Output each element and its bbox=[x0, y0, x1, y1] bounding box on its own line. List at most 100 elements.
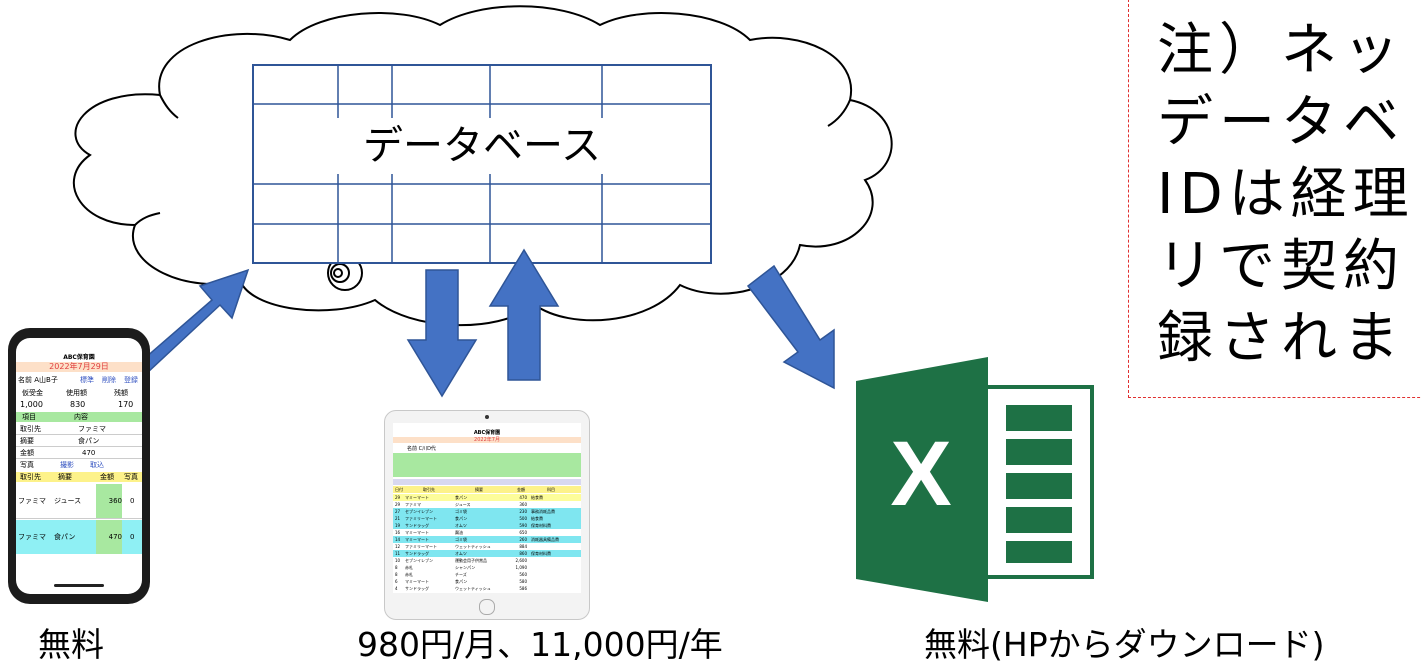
table-cell-item: 食パン bbox=[455, 516, 468, 521]
table-cell-item: ゴミ袋 bbox=[455, 509, 467, 514]
table-cell-amt: 884 bbox=[519, 544, 527, 549]
camera-dot bbox=[485, 415, 489, 419]
note-line: 注）ネッ bbox=[1157, 18, 1405, 83]
list-shop: ファミマ bbox=[18, 497, 46, 505]
table-cell-cat: 事務消耗品費 bbox=[531, 509, 555, 514]
list-item[interactable]: ファミマ 食パン 470 0 bbox=[16, 520, 142, 554]
table-cell-cat: 消耗器具備品費 bbox=[531, 537, 559, 542]
table-cell-d: 8 bbox=[395, 572, 398, 577]
table-cell-d: 19 bbox=[395, 523, 401, 528]
header-cell: 摘要 bbox=[475, 487, 483, 492]
table-cell-shop: K'sデンキ bbox=[405, 592, 423, 593]
table-cell-amt: 560 bbox=[519, 572, 527, 577]
header-cell: 項目 bbox=[22, 413, 36, 421]
table-cell-cat: 保育材料費 bbox=[531, 551, 551, 556]
arrow-tablet-to-db bbox=[488, 248, 560, 381]
table-cell-amt: 230 bbox=[519, 509, 527, 514]
table-cell-shop: マミーマート bbox=[405, 530, 429, 535]
table-cell-shop: ファミマ bbox=[405, 502, 421, 507]
table-cell-amt: 470 bbox=[519, 495, 527, 500]
table-cell-item: 運動会用子供賞品 bbox=[455, 558, 487, 563]
header-cell: 使用額 bbox=[66, 389, 87, 397]
table-cell-shop: マミーマート bbox=[405, 537, 429, 542]
table-cell-amt: 860 bbox=[519, 551, 527, 556]
smartphone-image: ABC保育園 2022年7月29日 名前 A山B子 標準 削除 登録 仮受金 使… bbox=[8, 328, 150, 604]
note-line: データベ bbox=[1157, 90, 1405, 155]
phone-name-row: 名前 A山B子 標準 削除 登録 bbox=[18, 375, 140, 385]
table-cell-item: オムツ bbox=[455, 551, 467, 556]
database-label: データベース bbox=[363, 123, 601, 169]
table-cell-shop: サンドラッグ bbox=[405, 551, 429, 556]
field-label: 摘要 bbox=[20, 437, 34, 445]
list-shop: ファミマ bbox=[18, 533, 46, 541]
tablet-title: ABC保育園 bbox=[473, 430, 501, 436]
table-cell-item: チーズ bbox=[455, 572, 467, 577]
phone-screen: ABC保育園 2022年7月29日 名前 A山B子 標準 削除 登録 仮受金 使… bbox=[16, 338, 142, 594]
delete-button[interactable]: 削除 bbox=[102, 376, 116, 384]
header-cell: 残額 bbox=[114, 389, 128, 397]
field-value[interactable]: 食パン bbox=[78, 437, 100, 445]
table-cell-cat: 給食費 bbox=[531, 495, 543, 500]
excel-price-caption: 無料(HPからダウンロード) bbox=[924, 625, 1325, 664]
list-item-name: 食パン bbox=[54, 533, 76, 541]
field-label: 金額 bbox=[20, 449, 34, 457]
field-value[interactable]: 470 bbox=[82, 449, 96, 457]
tablet-month-bar: 2022年7月 bbox=[393, 437, 581, 443]
table-cell-shop: サンドラッグ bbox=[405, 586, 429, 591]
phone-date-bar: 2022年7月29日 bbox=[16, 362, 142, 372]
standard-button[interactable]: 標準 bbox=[80, 376, 94, 384]
table-cell-item: ゴミ袋 bbox=[455, 537, 467, 542]
table-cell-amt: 580 bbox=[519, 579, 527, 584]
amount-cell: 360 bbox=[96, 484, 122, 518]
table-cell-d: 6 bbox=[395, 579, 398, 584]
table-cell-d: 8 bbox=[395, 565, 398, 570]
field-label: 取引先 bbox=[20, 425, 41, 433]
tablet-screen: ABC保育園 2022年7月 名前 C川D代 日付 取引先 摘要 金額 科目 2… bbox=[393, 423, 581, 593]
database-grid bbox=[252, 64, 712, 264]
header-cell: 仮受金 bbox=[22, 389, 43, 397]
table-cell-amt: 650 bbox=[519, 530, 527, 535]
phone-title: ABC保育園 bbox=[63, 354, 95, 361]
note-line: IDは経理 bbox=[1157, 162, 1415, 227]
phone-summary-header: 仮受金 使用額 残額 bbox=[16, 388, 142, 398]
table-cell-d: 27 bbox=[395, 509, 401, 514]
header-cell: 日付 bbox=[395, 487, 403, 492]
phone-name-label: 名前 bbox=[18, 376, 32, 384]
table-cell-d: 4 bbox=[395, 592, 398, 593]
tablet-filter-panel bbox=[393, 453, 581, 477]
home-button[interactable] bbox=[479, 599, 495, 615]
import-button[interactable]: 取込 bbox=[90, 461, 104, 469]
table-cell-item: 食パン bbox=[455, 495, 468, 500]
field-row: 摘要 食パン bbox=[16, 436, 142, 447]
phone-price-caption: 無料 bbox=[38, 625, 104, 664]
table-cell-amt: 500 bbox=[519, 516, 527, 521]
table-cell-d: 29 bbox=[395, 502, 401, 507]
note-line: リで契約 bbox=[1157, 234, 1405, 299]
arrow-db-to-excel bbox=[746, 264, 835, 390]
table-cell-item: ウェットティッシュ bbox=[455, 544, 491, 549]
table-cell-cat: 保育材料費 bbox=[531, 523, 551, 528]
list-item[interactable]: ファミマ ジュース 360 0 bbox=[16, 484, 142, 519]
used-value: 830 bbox=[70, 400, 86, 409]
capture-button[interactable]: 撮影 bbox=[60, 461, 74, 469]
list-photo-count: 0 bbox=[130, 533, 135, 541]
table-row[interactable]: 4K'sデンキ乾電池690 bbox=[393, 592, 581, 593]
phone-date: 2022年7月29日 bbox=[49, 362, 109, 371]
phone-item-header: 項目 内容 bbox=[16, 412, 142, 422]
table-cell-d: 21 bbox=[395, 516, 401, 521]
list-item-name: ジュース bbox=[54, 497, 82, 505]
database-table: データベース bbox=[252, 64, 712, 264]
header-cell: 取引先 bbox=[20, 473, 41, 481]
tablet-tab-bar bbox=[393, 479, 581, 485]
tablet-image: ABC保育園 2022年7月 名前 C川D代 日付 取引先 摘要 金額 科目 2… bbox=[384, 410, 590, 620]
table-cell-amt: 590 bbox=[519, 523, 527, 528]
table-cell-d: 10 bbox=[395, 558, 401, 563]
field-value[interactable]: ファミマ bbox=[78, 425, 106, 433]
field-row: 金額 470 bbox=[16, 448, 142, 459]
table-cell-item: 乾電池 bbox=[455, 592, 467, 593]
register-button[interactable]: 登録 bbox=[124, 376, 138, 384]
photo-label: 写真 bbox=[20, 461, 34, 469]
table-cell-d: 4 bbox=[395, 586, 398, 591]
table-cell-item: 食パン bbox=[455, 579, 468, 584]
